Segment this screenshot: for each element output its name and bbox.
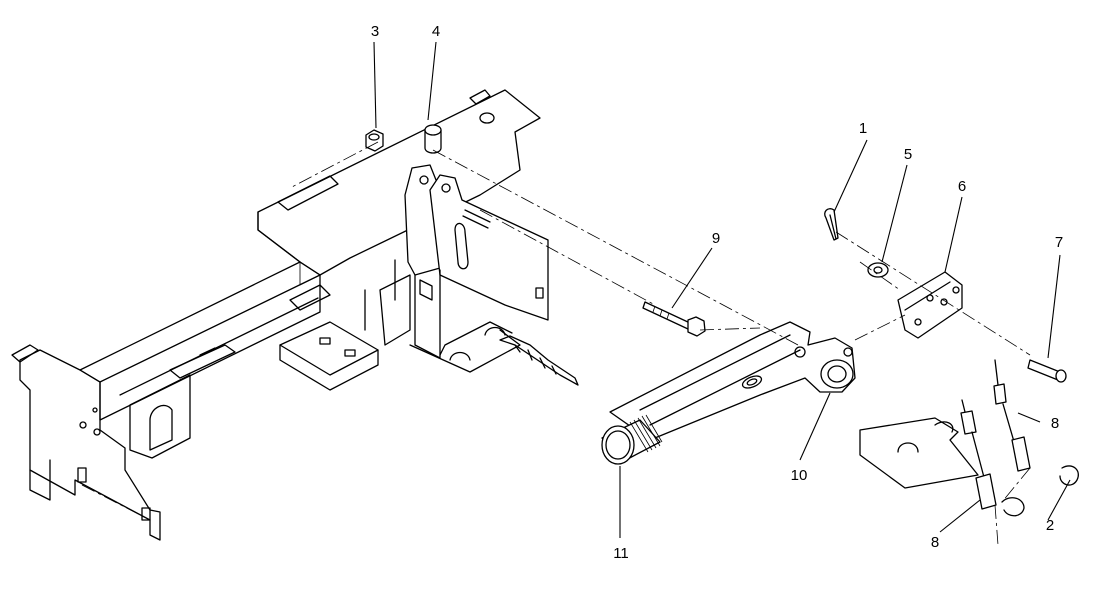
callout-2: 2	[1046, 517, 1054, 534]
retaining-clip-right	[1059, 465, 1079, 486]
callout-8-left: 8	[931, 534, 939, 551]
callout-8-right: 8	[1051, 415, 1059, 432]
pivot-bracket	[404, 164, 579, 386]
clevis-pin	[1027, 359, 1067, 383]
callout-5: 5	[904, 146, 912, 163]
callout-6: 6	[958, 178, 966, 195]
hex-bolt	[642, 301, 706, 337]
assembly-centerlines	[81, 141, 1031, 546]
frame-assembly	[11, 89, 541, 541]
retaining-clip-left	[1001, 497, 1025, 517]
callout-11: 11	[613, 545, 629, 562]
callout-1: 1	[859, 120, 867, 137]
flat-washer	[867, 262, 889, 278]
cotter-pin	[824, 208, 839, 241]
control-cable-left	[960, 399, 997, 510]
callout-9: 9	[712, 230, 720, 247]
cable-mount-plate	[859, 417, 979, 489]
callout-4: 4	[432, 23, 440, 40]
clevis-bracket	[897, 271, 963, 339]
control-cable-right	[993, 359, 1031, 472]
hex-nut	[365, 129, 384, 152]
callout-labels: 1 2 3 4 5 6 7 8 8 9 10 11	[371, 23, 1063, 562]
bushing	[424, 124, 442, 154]
leader-lines	[373, 41, 1071, 538]
pedal-lever-arm	[601, 321, 856, 465]
callout-10: 10	[791, 467, 808, 484]
callout-3: 3	[371, 23, 379, 40]
callout-7: 7	[1055, 234, 1063, 251]
